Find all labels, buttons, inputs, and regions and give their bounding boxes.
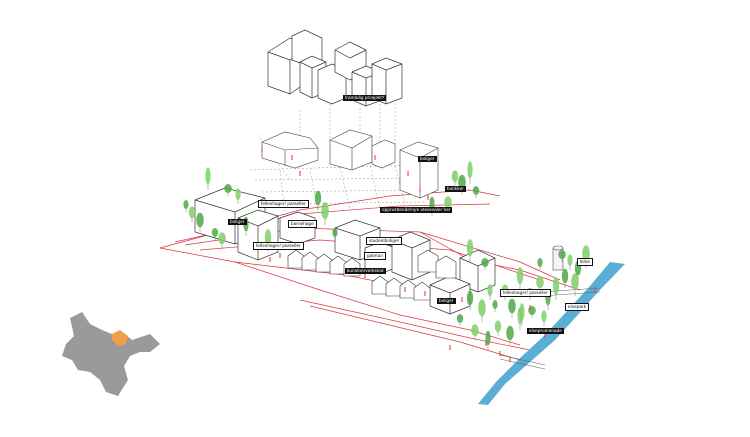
tree-crown [467,161,473,179]
tree-crown [321,202,329,220]
tree-crown [519,303,525,321]
label-elvepromenade: elvepromenade [527,328,564,334]
label-felleshager-parseller-mid: felleshager/ parseller [253,242,304,250]
label-studentboliger: studentboliger [366,237,403,245]
tree-crown [196,212,204,228]
locator-map [62,312,160,396]
tree-crown [506,325,514,341]
label-uteomrade: opprusttende/nye utearealer her [380,207,453,213]
row-houses [287,249,457,301]
label-kirke: kirke [577,258,594,266]
label-future-project: framtidig prosjekt? [343,95,387,101]
silo-tower [552,245,564,271]
tree-crown [458,174,466,190]
tree-crown [492,300,498,309]
tree-crown [561,268,569,284]
tree-crown [456,314,464,323]
tree-crown [451,170,459,183]
tree-crown [466,239,474,257]
label-kunstnerverksted: kunstnerverksted [345,268,386,274]
tree-crown [188,206,196,219]
tree-crown [481,258,489,267]
tree-crown [224,184,232,193]
tree-crown [516,267,524,285]
tree-crown [332,228,338,237]
tree-crown [567,254,573,267]
tree-crown [541,310,547,323]
tree-crown [537,258,543,267]
tree-crown [508,298,516,314]
tree-crown [536,276,544,289]
label-boliger-top: boliger [418,156,437,162]
tree-crown [205,167,211,185]
tree-crown [211,228,219,237]
label-gatetun: gatetun [364,252,387,260]
tree-crown [218,232,226,245]
tree-crown [314,190,322,206]
tree-crown [487,284,493,297]
tree-crown [235,188,241,201]
label-butikker: butikker [445,186,466,192]
tree-crown [558,250,566,259]
tree-crown [466,290,474,306]
label-boliger-left: boliger [228,219,247,225]
existing-buildings [261,129,439,199]
tree-crown [478,299,486,317]
label-felleshager-parseller-top: felleshager/ parseller [258,200,309,208]
tree-crown [571,273,579,291]
tree-crown [552,277,560,295]
tree-crown [471,324,479,337]
label-elvepark: elvepark [565,303,590,311]
red-markers [261,147,596,362]
tree-crown [494,320,502,333]
tree-crown [528,306,536,315]
label-barnehage: barnehage [288,220,317,228]
tree-crown [472,186,480,195]
label-boliger-right: boliger [437,298,456,304]
tree-crown [183,200,189,209]
tree-crown [485,330,491,346]
tree-crown [444,196,452,209]
label-felleshager-parseller-right: felleshager/ parseller [500,289,551,297]
